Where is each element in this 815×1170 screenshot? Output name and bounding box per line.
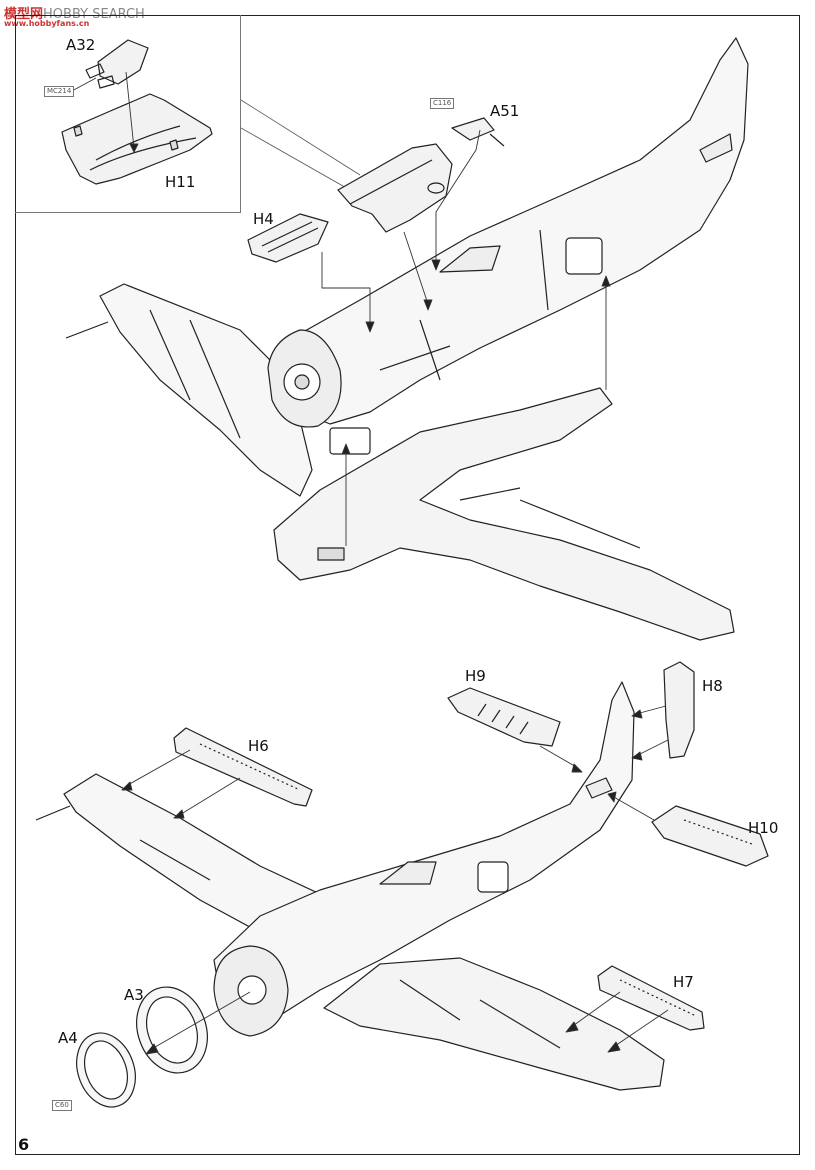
inset-arrows	[69, 71, 139, 153]
watermark-url: www.hobbyfans.cn	[4, 19, 90, 28]
watermark-text: HOBBY SEARCH	[43, 7, 145, 22]
part-label-a51: A51	[490, 102, 520, 120]
part-label-a4: A4	[58, 1029, 78, 1047]
lower-arrows	[121, 705, 669, 1055]
h9-part-drawing	[447, 687, 561, 747]
page-number: 6	[18, 1135, 30, 1154]
part-label-h9: H9	[465, 667, 486, 685]
h6-part-drawing	[173, 727, 313, 807]
paint-ref-mc214: MC214	[44, 86, 75, 97]
h4-panel-drawing	[247, 213, 329, 263]
upper-arrows	[321, 129, 611, 546]
h10-part-drawing	[651, 805, 769, 867]
part-label-h11: H11	[165, 173, 196, 191]
part-label-h7: H7	[673, 973, 694, 991]
h7-part-drawing	[597, 965, 705, 1031]
part-h11-drawing	[61, 93, 213, 185]
a51-part-drawing	[451, 117, 505, 147]
page-frame	[15, 15, 800, 1155]
part-label-a3: A3	[124, 986, 144, 1004]
inset-box	[15, 15, 241, 213]
nose-cowl-panel-drawing	[337, 143, 453, 233]
watermark-logo: 模型网	[4, 7, 44, 22]
upper-left-wing	[65, 283, 313, 497]
part-label-h6: H6	[248, 737, 269, 755]
part-label-h4: H4	[253, 210, 274, 228]
upper-fuselage	[267, 37, 749, 428]
upper-lower-wing	[273, 387, 735, 641]
part-label-a32: A32	[66, 36, 96, 54]
paint-ref-c60: C60	[52, 1100, 72, 1111]
paint-ref-c116: C116	[430, 98, 455, 109]
lower-right-wing	[323, 957, 665, 1091]
h8-part-drawing	[663, 661, 695, 759]
part-label-h10: H10	[748, 819, 779, 837]
watermark: 模型网HOBBY SEARCH www.hobbyfans.cn	[4, 3, 145, 28]
cowl-rings-drawing	[76, 986, 208, 1108]
inset-leader-lines	[240, 99, 361, 191]
lower-fuselage	[213, 681, 635, 1037]
part-label-h8: H8	[702, 677, 723, 695]
part-a32-drawing	[85, 39, 149, 89]
